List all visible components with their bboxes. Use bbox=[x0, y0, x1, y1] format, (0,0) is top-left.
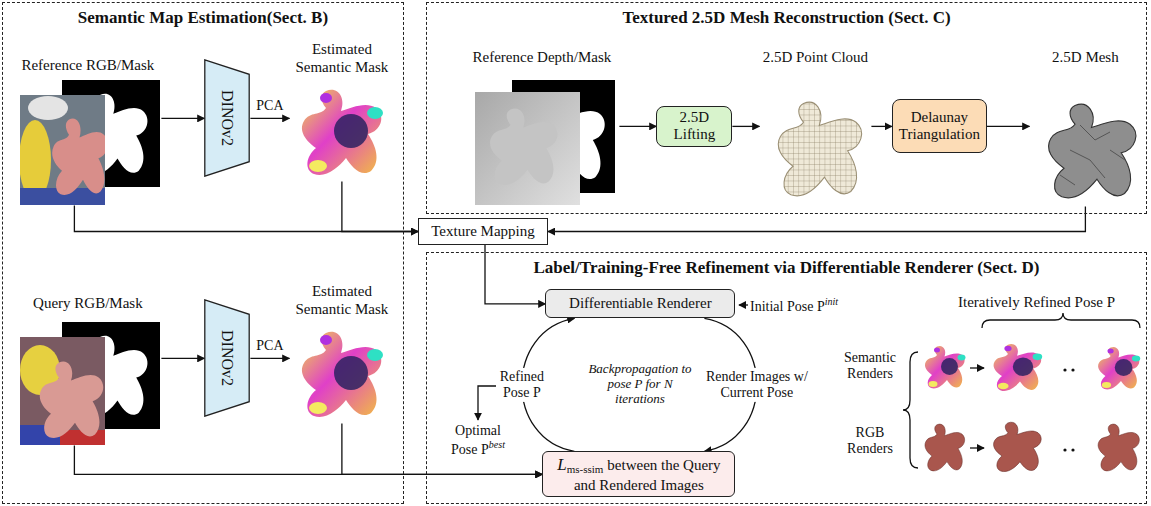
encoder-trapezoid: DINOv2 bbox=[204, 59, 250, 177]
edge-label: Refined Pose P bbox=[496, 368, 548, 402]
edge-label: PCA bbox=[256, 98, 283, 114]
point-cloud bbox=[778, 102, 861, 196]
formula-text: Lms-ssimbetween the Query and Rendered I… bbox=[548, 455, 729, 494]
section-title: Textured 2.5D Mesh Reconstruction (Sect.… bbox=[427, 8, 1146, 28]
encoder-trapezoid: DINOv2 bbox=[204, 299, 250, 417]
process-box: Delaunay Triangulation bbox=[892, 99, 987, 153]
image-panel: Reference RGB/Mask bbox=[14, 57, 161, 205]
dashed-section: Textured 2.5D Mesh Reconstruction (Sect.… bbox=[426, 2, 1147, 214]
mesh bbox=[1049, 104, 1136, 198]
connector-arrow bbox=[161, 118, 204, 119]
image-panel: Query RGB/Mask bbox=[14, 295, 161, 445]
image-caption: 2.5D Point Cloud bbox=[759, 49, 871, 66]
box-label: 2.5D Lifting bbox=[657, 109, 731, 144]
connector-arrow bbox=[871, 126, 891, 127]
dashed-section: Semantic Map Estimation(Sect. B) Referenc… bbox=[2, 2, 404, 504]
connector-arrow bbox=[548, 206, 1085, 231]
image-panel: 2.5D Point Cloud bbox=[759, 49, 871, 201]
connector-arrow bbox=[732, 126, 759, 127]
label-group: Iteratively Refined Pose P bbox=[958, 294, 1115, 311]
connector-arrow bbox=[342, 181, 418, 231]
braces bbox=[903, 313, 1140, 468]
box-label: Differentiable Renderer bbox=[569, 295, 712, 312]
label-group: Semantic Renders bbox=[840, 350, 900, 382]
encoder-label: DINOv2 bbox=[218, 330, 236, 386]
connector-arrow bbox=[161, 358, 204, 359]
image-panel: Estimated Semantic Mask bbox=[289, 283, 394, 423]
rgb-renders bbox=[925, 422, 1139, 471]
annotation-label: Backpropagation to pose P for N iteratio… bbox=[588, 361, 691, 406]
image-caption: Estimated Semantic Mask bbox=[289, 283, 394, 318]
connector-arrow bbox=[250, 118, 289, 119]
connector-arrow bbox=[342, 423, 543, 474]
query-semantic-mask bbox=[302, 332, 383, 417]
connector-arrow bbox=[74, 205, 418, 231]
image-panel: Estimated Semantic Mask bbox=[289, 41, 394, 181]
image-panel: 2.5D Mesh bbox=[1029, 49, 1141, 206]
reference-semantic-mask bbox=[302, 90, 383, 175]
semantic-renders bbox=[925, 344, 1140, 391]
connector-arrow bbox=[250, 358, 289, 359]
box-label: Texture Mapping bbox=[431, 223, 535, 240]
process-box: Lms-ssimbetween the Query and Rendered I… bbox=[542, 451, 735, 497]
image-caption: 2.5D Mesh bbox=[1029, 49, 1141, 66]
section-title: Label/Training-Free Refinement via Diffe… bbox=[427, 258, 1146, 278]
label-group: Optimal Pose Pbest bbox=[445, 423, 511, 458]
connector-arrow bbox=[987, 126, 1029, 127]
box-label: Delaunay Triangulation bbox=[893, 109, 986, 144]
process-box: Texture Mapping bbox=[418, 218, 548, 245]
image-caption: Estimated Semantic Mask bbox=[289, 41, 394, 76]
box-label: ms-ssim bbox=[567, 463, 604, 475]
annotation-label: RGB Renders bbox=[847, 425, 893, 456]
annotation-label: Initial Pose P bbox=[750, 299, 825, 314]
superscript-label: init bbox=[825, 296, 838, 307]
reference-images bbox=[19, 80, 160, 205]
image-caption: Query RGB/Mask bbox=[14, 295, 161, 312]
process-box: Differentiable Renderer bbox=[545, 289, 735, 318]
connector-arrow bbox=[619, 126, 656, 127]
encoder-label: DINOv2 bbox=[218, 90, 236, 146]
annotation-label: Semantic Renders bbox=[844, 350, 896, 381]
depth-images bbox=[475, 80, 615, 205]
edge-label: PCA bbox=[256, 338, 283, 354]
box-label: L bbox=[557, 455, 566, 474]
query-images bbox=[20, 322, 160, 445]
label-group: Backpropagation to pose P for N iteratio… bbox=[581, 362, 699, 407]
superscript-label: best bbox=[489, 439, 505, 450]
edge-label: Render Images w/ Current Pose bbox=[700, 368, 814, 402]
label-group: Initial Pose Pinit bbox=[750, 296, 838, 315]
image-caption: Reference Depth/Mask bbox=[464, 49, 619, 66]
box-label: between the Query and Rendered Images bbox=[574, 457, 721, 493]
annotation-label: Iteratively Refined Pose P bbox=[958, 294, 1115, 310]
label-group: RGB Renders bbox=[840, 425, 900, 457]
pose-arrows bbox=[478, 305, 748, 420]
image-panel: Reference Depth/Mask bbox=[464, 49, 619, 205]
image-caption: Reference RGB/Mask bbox=[14, 57, 161, 74]
section-title: Semantic Map Estimation(Sect. B) bbox=[3, 8, 403, 28]
process-box: 2.5D Lifting bbox=[656, 106, 732, 147]
